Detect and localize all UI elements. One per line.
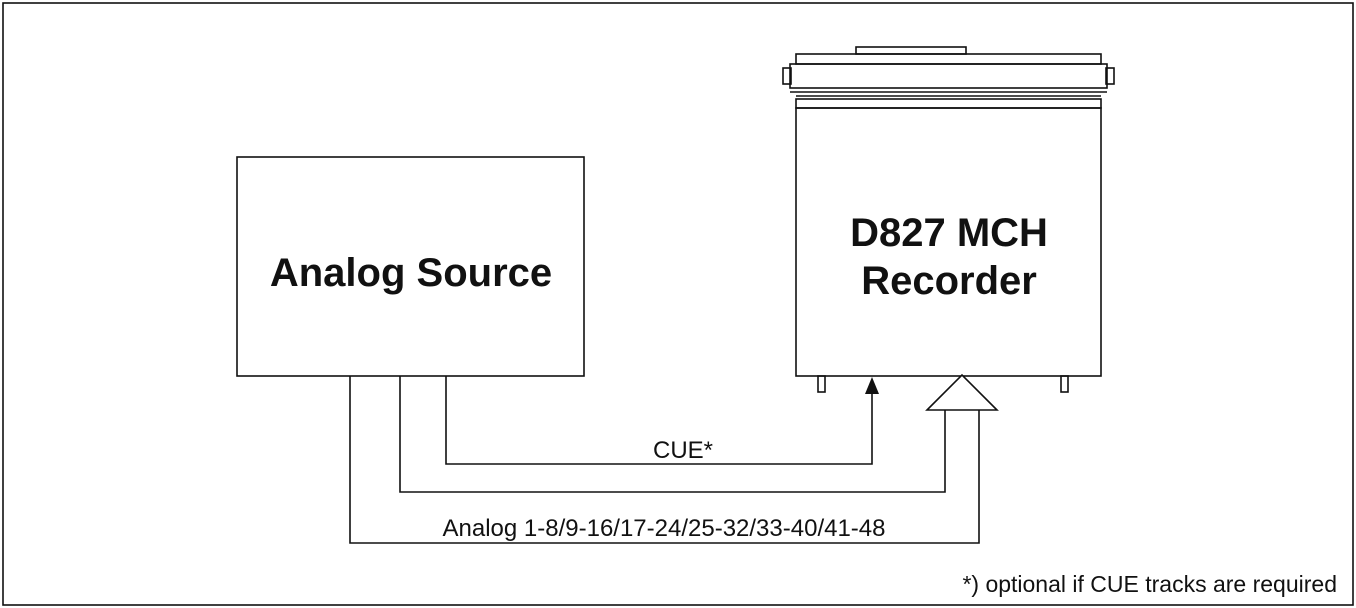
analog-block-arrowhead xyxy=(925,373,999,411)
recorder-deck-left-handle xyxy=(782,67,792,85)
recorder-top-plate xyxy=(855,46,967,55)
recorder-foot-left xyxy=(817,375,826,393)
analog-source-label: Analog Source xyxy=(270,251,552,295)
recorder-body xyxy=(795,107,1102,377)
analog-source-rect xyxy=(236,156,585,377)
recorder-deck-right-handle xyxy=(1105,67,1115,85)
analog-line-outer xyxy=(349,376,980,544)
recorder-top-deck xyxy=(782,46,1115,109)
recorder-label-line1: D827 MCH xyxy=(850,211,1048,255)
recorder-deck-base xyxy=(795,98,1102,109)
analog-source-box: Analog Source xyxy=(236,156,585,377)
footnote: *) optional if CUE tracks are required xyxy=(962,571,1337,597)
recorder-deck-main xyxy=(789,63,1108,89)
recorder-label-line2: Recorder xyxy=(861,259,1037,303)
cue-label: CUE* xyxy=(653,437,713,464)
analog-line-inner xyxy=(399,376,946,493)
cue-connection: CUE* xyxy=(445,376,879,465)
analog-label: Analog 1-8/9-16/17-24/25-32/33-40/41-48 xyxy=(443,515,886,542)
recorder-deck-upper xyxy=(795,53,1102,65)
cue-line xyxy=(445,376,873,465)
cue-arrowhead xyxy=(865,377,879,394)
recorder-foot-right xyxy=(1060,375,1069,393)
d827-recorder: D827 MCH Recorder xyxy=(782,46,1115,393)
analog-connection: Analog 1-8/9-16/17-24/25-32/33-40/41-48 xyxy=(349,373,999,544)
